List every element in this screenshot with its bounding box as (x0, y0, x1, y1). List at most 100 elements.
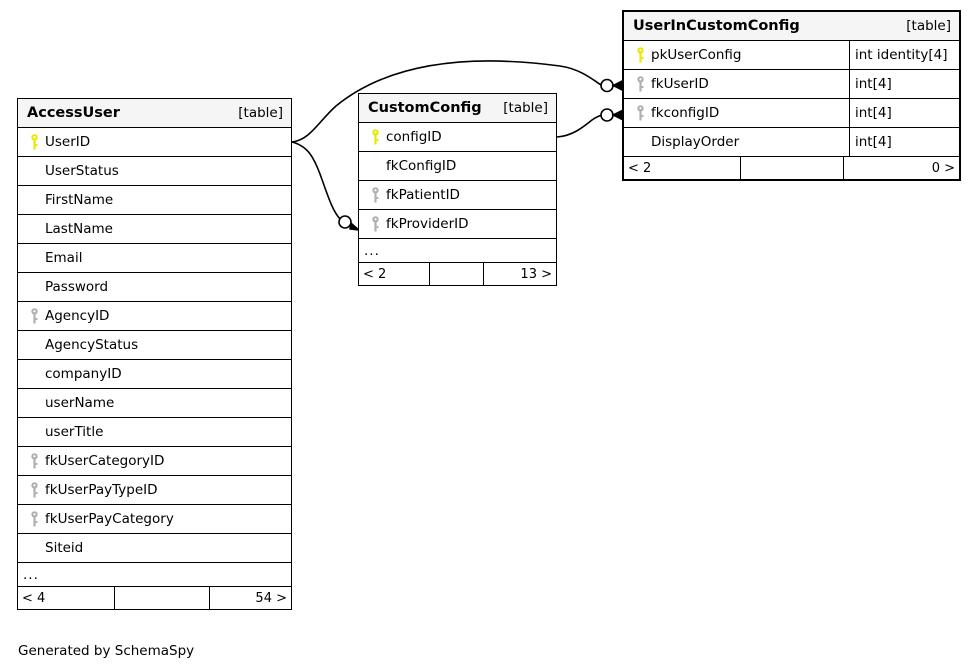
column-name-cell: companyID (18, 360, 291, 388)
entity-title: CustomConfig (368, 100, 482, 116)
column-label: userTitle (45, 424, 104, 440)
more-columns-indicator: ... (359, 239, 556, 263)
relationship-line (556, 114, 603, 138)
column-label: AgencyID (45, 308, 110, 324)
column-label: Email (45, 250, 83, 266)
column-name-cell: userTitle (18, 418, 291, 446)
column-row[interactable]: Email (18, 244, 291, 273)
entity-header-customconfig: CustomConfig [table] (359, 94, 556, 123)
entity-title: AccessUser (27, 105, 120, 121)
column-row[interactable]: fkUserPayTypeID (18, 476, 291, 505)
relationship-accessuser-to-customconfig (291, 141, 362, 231)
column-row[interactable]: LastName (18, 215, 291, 244)
column-row[interactable]: userName (18, 389, 291, 418)
entity-type-tag: [table] (238, 105, 283, 121)
column-name-cell: AgencyID (18, 302, 291, 330)
column-row[interactable]: fkUserPayCategory (18, 505, 291, 534)
column-label: fkProviderID (386, 216, 469, 232)
column-row[interactable]: fkUserCategoryID (18, 447, 291, 476)
column-name-cell: UserStatus (18, 157, 291, 185)
column-name-cell: userName (18, 389, 291, 417)
column-type-cell: int[4] (849, 70, 959, 98)
optional-cardinality-circle (338, 215, 352, 229)
column-name-cell: configID (359, 123, 556, 151)
column-label: UserID (45, 134, 91, 150)
entity-type-tag: [table] (906, 18, 951, 34)
column-row[interactable]: UserStatus (18, 157, 291, 186)
column-row[interactable]: AgencyStatus (18, 331, 291, 360)
column-label: fkConfigID (386, 158, 457, 174)
column-row[interactable]: AgencyID (18, 302, 291, 331)
column-label: fkUserCategoryID (45, 453, 165, 469)
column-name-cell: fkProviderID (359, 210, 556, 238)
column-name-cell: pkUserConfig (624, 41, 849, 69)
outgoing-relations-count: 13 > (520, 266, 552, 282)
column-label: FirstName (45, 192, 114, 208)
column-name-cell: fkPatientID (359, 181, 556, 209)
relationship-customconfig-to-userincustomconfig (556, 108, 624, 138)
column-row[interactable]: Siteid (18, 534, 291, 563)
column-type-cell: int identity[4] (849, 41, 959, 69)
primary-key-icon (30, 134, 38, 150)
relationship-line (291, 141, 341, 220)
column-key-slot (364, 216, 386, 232)
foreign-key-icon (30, 308, 38, 324)
column-name-cell: fkUserPayTypeID (18, 476, 291, 504)
column-row[interactable]: configID (359, 123, 556, 152)
footer-middle-cell (740, 157, 844, 179)
column-name-cell: AgencyStatus (18, 331, 291, 359)
foreign-key-icon (30, 482, 38, 498)
column-key-slot (629, 76, 651, 92)
incoming-relations-count: < 4 (22, 590, 46, 606)
foreign-key-icon (636, 105, 644, 121)
column-key-slot (23, 482, 45, 498)
column-row[interactable]: userTitle (18, 418, 291, 447)
entity-table-customconfig[interactable]: CustomConfig [table] configID fkConfigID fkP… (358, 93, 557, 286)
column-label: AgencyStatus (45, 337, 139, 353)
column-row[interactable]: fkProviderID (359, 210, 556, 239)
column-name-cell: LastName (18, 215, 291, 243)
column-type-cell: int[4] (849, 99, 959, 127)
column-name-cell: fkUserID (624, 70, 849, 98)
column-key-slot (629, 47, 651, 63)
column-row[interactable]: fkUserID int[4] (624, 70, 959, 99)
column-label: userName (45, 395, 115, 411)
column-name-cell: Siteid (18, 534, 291, 562)
foreign-key-icon (636, 76, 644, 92)
column-label: fkUserID (651, 76, 709, 92)
entity-type-tag: [table] (503, 100, 548, 116)
column-row[interactable]: fkPatientID (359, 181, 556, 210)
footer-middle-cell (429, 263, 484, 285)
column-row[interactable]: companyID (18, 360, 291, 389)
column-key-slot (23, 308, 45, 324)
column-name-cell: Password (18, 273, 291, 301)
optional-cardinality-circle (600, 78, 614, 93)
column-label: Siteid (45, 540, 84, 556)
column-name-cell: Email (18, 244, 291, 272)
foreign-key-icon (371, 216, 379, 232)
column-name-cell: fkUserCategoryID (18, 447, 291, 475)
column-row[interactable]: fkConfigID (359, 152, 556, 181)
column-key-slot (23, 453, 45, 469)
column-key-slot (23, 134, 45, 150)
column-row[interactable]: FirstName (18, 186, 291, 215)
column-row[interactable]: Password (18, 273, 291, 302)
column-label: UserStatus (45, 163, 119, 179)
column-key-slot (364, 187, 386, 203)
column-key-slot (364, 129, 386, 145)
column-row[interactable]: UserID (18, 128, 291, 157)
column-label: fkPatientID (386, 187, 460, 203)
optional-cardinality-circle (600, 108, 614, 122)
column-label: DisplayOrder (651, 134, 740, 150)
foreign-key-icon (30, 511, 38, 527)
column-name-cell: fkUserPayCategory (18, 505, 291, 533)
column-name-cell: DisplayOrder (624, 128, 849, 156)
